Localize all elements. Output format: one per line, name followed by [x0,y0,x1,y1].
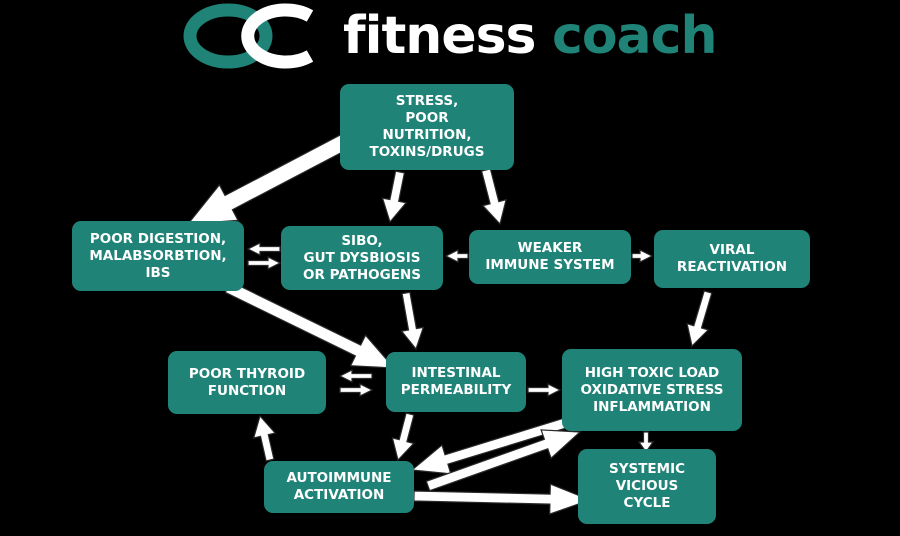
arrow-thyroid-to-intestinal [339,383,374,397]
node-systemic: SYSTEMIC VICIOUS CYCLE [578,449,716,524]
node-weaker-immune: WEAKER IMMUNE SYSTEM [469,230,631,284]
arrow-digestion-to-intestinal [224,280,396,369]
arrow-toxic-load-to-systemic [637,431,655,454]
logo-word-fitness: fitness [343,6,536,66]
logo: fitness coach [180,2,740,70]
logo-word-coach: coach [552,6,717,66]
arrow-sibo-to-digestion [246,242,281,256]
arrow-autoimmune-to-toxic [425,429,582,492]
arrow-sibo-to-intestinal [400,291,425,351]
node-stress: STRESS, POOR NUTRITION, TOXINS/DRUGS [340,84,514,170]
node-intestinal: INTESTINAL PERMEABILITY [386,352,526,412]
arrow-autoimmune-to-systemic [413,483,592,515]
logo-rings-icon [183,3,314,69]
arrow-digestion-to-sibo [247,256,282,270]
node-toxic-load: HIGH TOXIC LOAD OXIDATIVE STRESS INFLAMM… [562,349,742,431]
node-sibo: SIBO, GUT DYSBIOSIS OR PATHOGENS [281,226,443,290]
arrow-stress-to-weaker-immune [480,168,507,226]
arrow-intestinal-to-toxic-load [527,383,562,397]
node-poor-digestion: POOR DIGESTION, MALABSORBTION, IBS [72,221,244,291]
arrow-stress-to-digestion [186,132,353,225]
arrow-weaker-immune-to-viral [631,249,654,263]
node-viral: VIRAL REACTIVATION [654,230,810,288]
arrow-stress-to-sibo [381,170,408,224]
arrow-intestinal-to-thyroid [338,369,373,383]
node-autoimmune: AUTOIMMUNE ACTIVATION [264,461,414,513]
arrow-autoimmune-to-thyroid [252,414,277,462]
arrow-weaker-immune-to-sibo [444,249,469,263]
arrow-viral-to-toxic-load [686,290,713,348]
arrow-intestinal-to-autoimmune [391,412,415,462]
node-poor-thyroid: POOR THYROID FUNCTION [168,351,326,414]
